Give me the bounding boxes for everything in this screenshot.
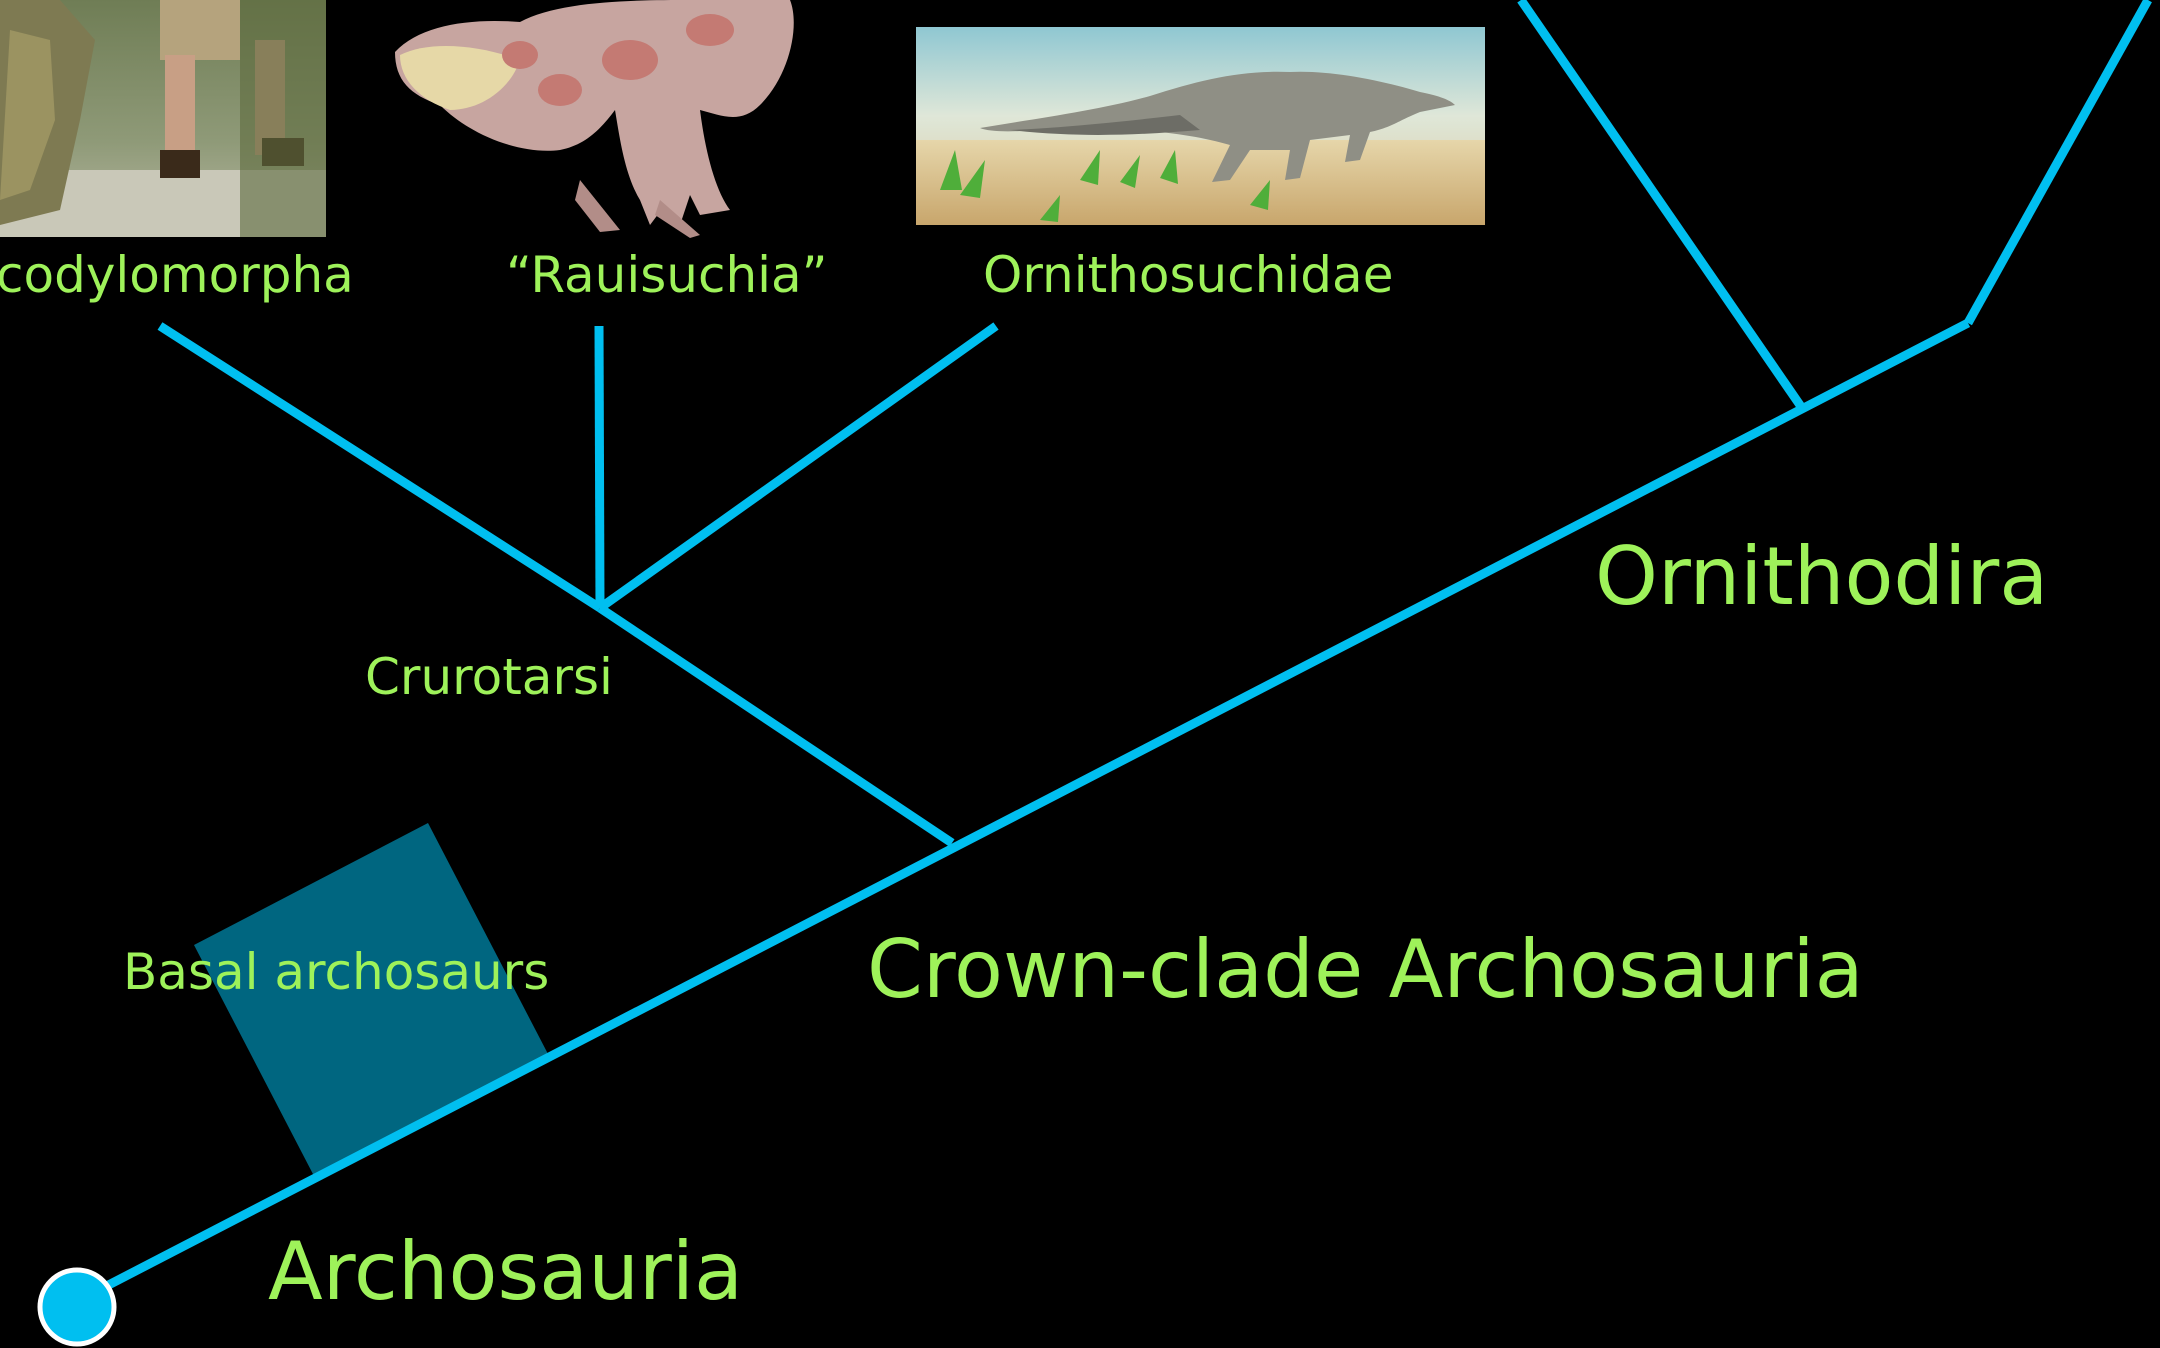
rauisuchia-illustration: [395, 0, 794, 238]
crurotarsi-stem: [600, 608, 952, 843]
label-ornithosuchidae: Ornithosuchidae: [983, 250, 1393, 300]
ornithodira-branch-left: [1521, 0, 1802, 408]
crocodile-photo: [0, 0, 326, 237]
label-crocodylomorpha: codylomorpha: [0, 250, 354, 300]
label-crown-clade-archosauria: Crown-clade Archosauria: [867, 930, 1864, 1010]
label-archosauria: Archosauria: [268, 1232, 743, 1312]
crocodylomorpha-branch: [160, 326, 600, 608]
label-rauisuchia: “Rauisuchia”: [506, 250, 828, 300]
ornithosuchidae-branch: [600, 326, 996, 608]
ornithosuchid-illustration: [916, 27, 1485, 225]
label-ornithodira: Ornithodira: [1595, 537, 2048, 617]
label-basal-archosaurs: Basal archosaurs: [123, 947, 549, 997]
root-node: [40, 1270, 114, 1344]
rauisuchia-branch: [599, 326, 600, 608]
label-crurotarsi: Crurotarsi: [365, 652, 613, 702]
ornithodira-branch-right: [1968, 0, 2148, 323]
